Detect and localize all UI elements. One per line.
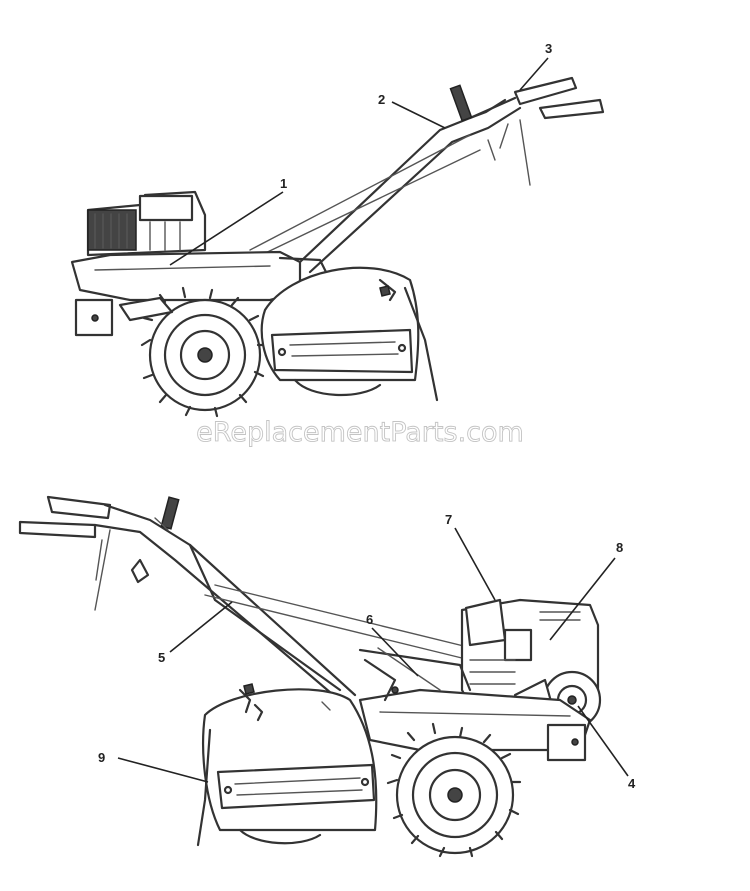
tiller-top-view: 1 2 3 [70, 41, 605, 418]
callout-9: 9 [98, 750, 105, 765]
engine-top [86, 190, 207, 257]
grip-handle-bottom-icon [160, 496, 180, 530]
leader-line-1 [169, 191, 284, 266]
callout-7: 7 [445, 512, 452, 527]
tiller-bottom-view: 7 8 6 5 9 4 [18, 495, 636, 858]
frame-top [70, 250, 332, 337]
handlebar-top [249, 76, 605, 274]
callout-3: 3 [545, 41, 552, 56]
callouts-bottom: 7 8 6 5 9 4 [98, 512, 636, 791]
callouts-top: 1 2 3 [169, 41, 552, 266]
wheel-top [118, 286, 268, 418]
tine-hood-bottom [196, 683, 378, 847]
leader-line-3 [519, 57, 549, 91]
handlebar-bottom [18, 495, 481, 707]
watermark-text: eReplacementParts.com [196, 417, 524, 448]
leader-line-9 [117, 757, 209, 783]
leader-line-7 [454, 527, 496, 601]
leader-line-2 [391, 101, 446, 129]
wheel-bottom [386, 722, 522, 858]
leader-line-4 [577, 705, 629, 777]
callout-6: 6 [366, 612, 373, 627]
engine-cooling-fins-icon [87, 209, 137, 251]
grip-handle-icon [449, 84, 473, 122]
callout-1: 1 [280, 176, 287, 191]
tine-hood-top [260, 266, 439, 402]
callout-5: 5 [158, 650, 165, 665]
callout-2: 2 [378, 92, 385, 107]
leader-line-5 [169, 601, 233, 653]
callout-8: 8 [616, 540, 623, 555]
leader-line-6 [371, 627, 419, 677]
frame-bottom [358, 647, 592, 762]
callout-4: 4 [628, 776, 636, 791]
leader-line-8 [549, 557, 616, 641]
